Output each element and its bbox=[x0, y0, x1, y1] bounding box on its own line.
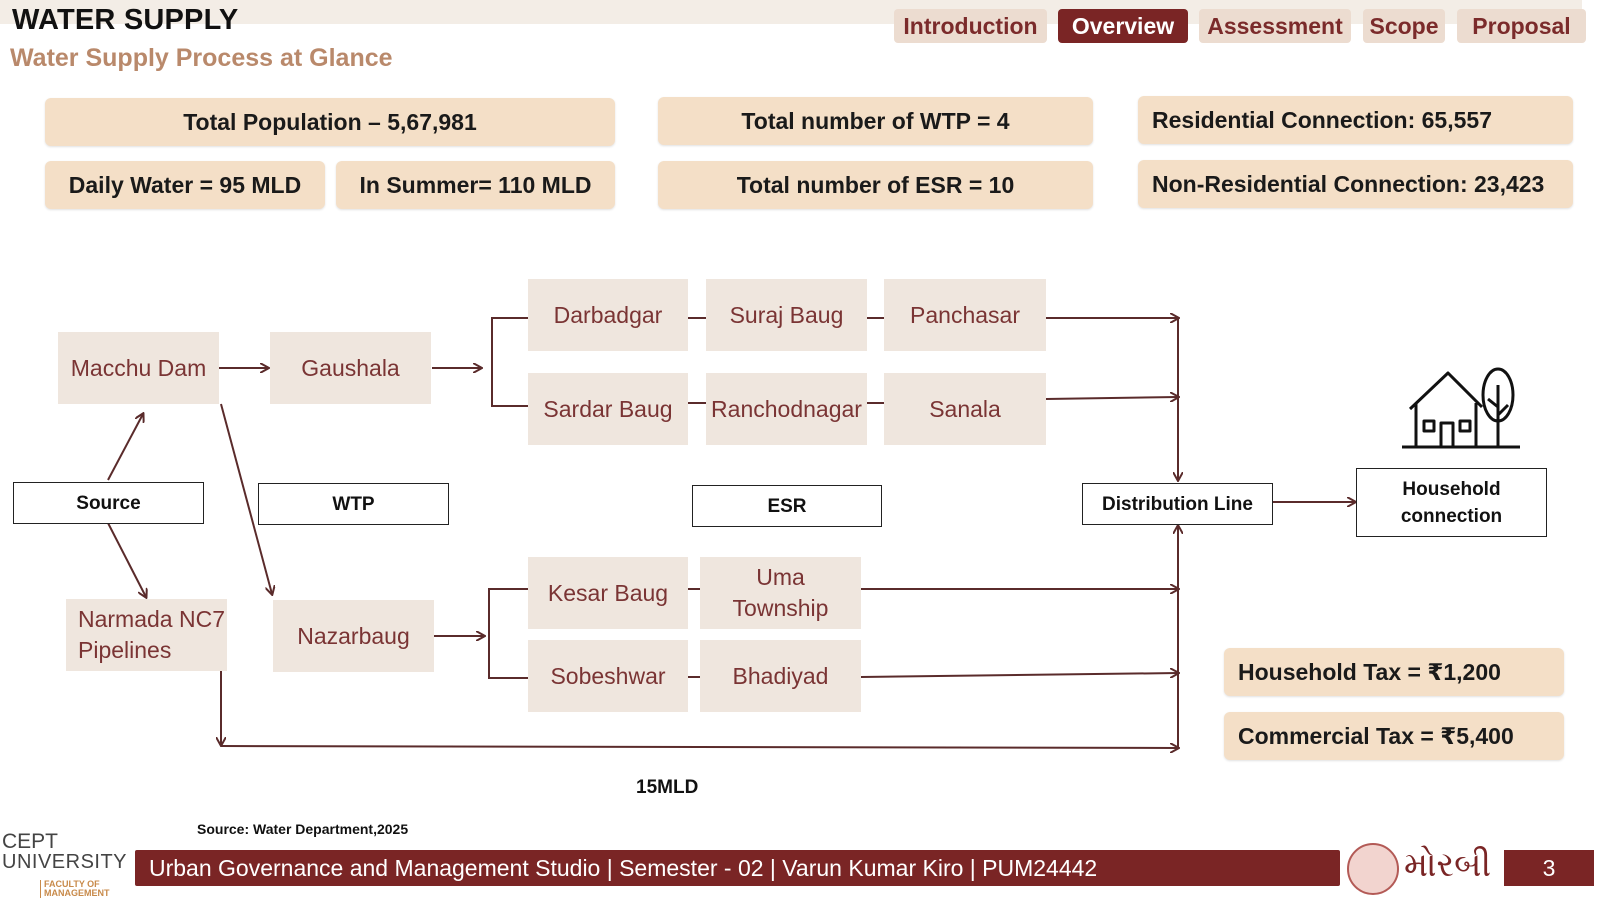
stat-residential-connection: Residential Connection: 65,557 bbox=[1138, 96, 1573, 144]
footer-bar: Urban Governance and Management Studio |… bbox=[135, 850, 1340, 886]
node-kesar-baug: Kesar Baug bbox=[528, 557, 688, 629]
stat-non-residential-connection: Non-Residential Connection: 23,423 bbox=[1138, 160, 1573, 208]
tab-assessment[interactable]: Assessment bbox=[1199, 9, 1351, 43]
bracket-upper bbox=[491, 317, 528, 407]
arrow-macchu-nazarbaug bbox=[220, 403, 272, 594]
arrow-sanala-distribution bbox=[1045, 397, 1178, 399]
tab-proposal[interactable]: Proposal bbox=[1457, 9, 1586, 43]
label-wtp: WTP bbox=[258, 483, 449, 525]
label-esr: ESR bbox=[692, 485, 882, 527]
stat-commercial-tax: Commercial Tax = ₹5,400 bbox=[1224, 712, 1564, 760]
node-panchasar: Panchasar bbox=[884, 279, 1046, 351]
node-nazarbaug: Nazarbaug bbox=[273, 600, 434, 672]
tab-overview[interactable]: Overview bbox=[1058, 9, 1188, 43]
cept-university-logo: CEPT UNIVERSITY bbox=[2, 830, 128, 873]
node-sardar-baug: Sardar Baug bbox=[528, 373, 688, 445]
arrow-bhadiyad-distribution bbox=[860, 673, 1178, 677]
source-note: Source: Water Department,2025 bbox=[197, 821, 409, 837]
page-number: 3 bbox=[1504, 850, 1594, 886]
node-sobeshwar: Sobeshwar bbox=[528, 640, 688, 712]
page-subtitle: Water Supply Process at Glance bbox=[10, 44, 393, 72]
node-darbadgar: Darbadgar bbox=[528, 279, 688, 351]
tab-introduction[interactable]: Introduction bbox=[894, 9, 1047, 43]
stat-total-population: Total Population – 5,67,981 bbox=[45, 98, 615, 146]
node-sanala: Sanala bbox=[884, 373, 1046, 445]
tab-scope[interactable]: Scope bbox=[1363, 9, 1445, 43]
node-bhadiyad: Bhadiyad bbox=[700, 640, 861, 712]
node-uma-township: Uma Township bbox=[700, 557, 861, 629]
stat-total-wtp: Total number of WTP = 4 bbox=[658, 97, 1093, 145]
bracket-lower bbox=[488, 588, 528, 679]
node-gaushala: Gaushala bbox=[270, 332, 431, 404]
node-ranchodnagar: Ranchodnagar bbox=[706, 373, 867, 445]
arrow-source-macchu bbox=[107, 414, 143, 481]
house-tree-icon bbox=[1402, 367, 1520, 449]
faculty-label: FACULTY OF MANAGEMENT bbox=[40, 880, 130, 898]
city-name: મોરબી bbox=[1404, 846, 1492, 884]
logo-line-1: CEPT bbox=[2, 830, 59, 853]
arrow-narmada-distribution bbox=[220, 746, 1178, 748]
node-macchu-dam: Macchu Dam bbox=[58, 332, 219, 404]
arrow-source-narmada bbox=[107, 522, 146, 597]
stat-household-tax: Household Tax = ₹1,200 bbox=[1224, 648, 1564, 696]
stat-total-esr: Total number of ESR = 10 bbox=[658, 161, 1093, 209]
annotation-15mld: 15MLD bbox=[636, 777, 699, 798]
stat-daily-water: Daily Water = 95 MLD bbox=[45, 161, 325, 209]
stat-summer-water: In Summer= 110 MLD bbox=[336, 161, 615, 209]
node-narmada-pipelines: Narmada NC7 Pipelines bbox=[66, 599, 227, 671]
city-seal-icon bbox=[1347, 843, 1399, 895]
page-title: WATER SUPPLY bbox=[12, 4, 239, 36]
logo-line-2: UNIVERSITY bbox=[2, 851, 128, 873]
label-source: Source bbox=[13, 482, 204, 524]
label-household-connection: Household connection bbox=[1356, 468, 1547, 537]
node-suraj-baug: Suraj Baug bbox=[706, 279, 867, 351]
label-distribution-line: Distribution Line bbox=[1082, 483, 1273, 525]
